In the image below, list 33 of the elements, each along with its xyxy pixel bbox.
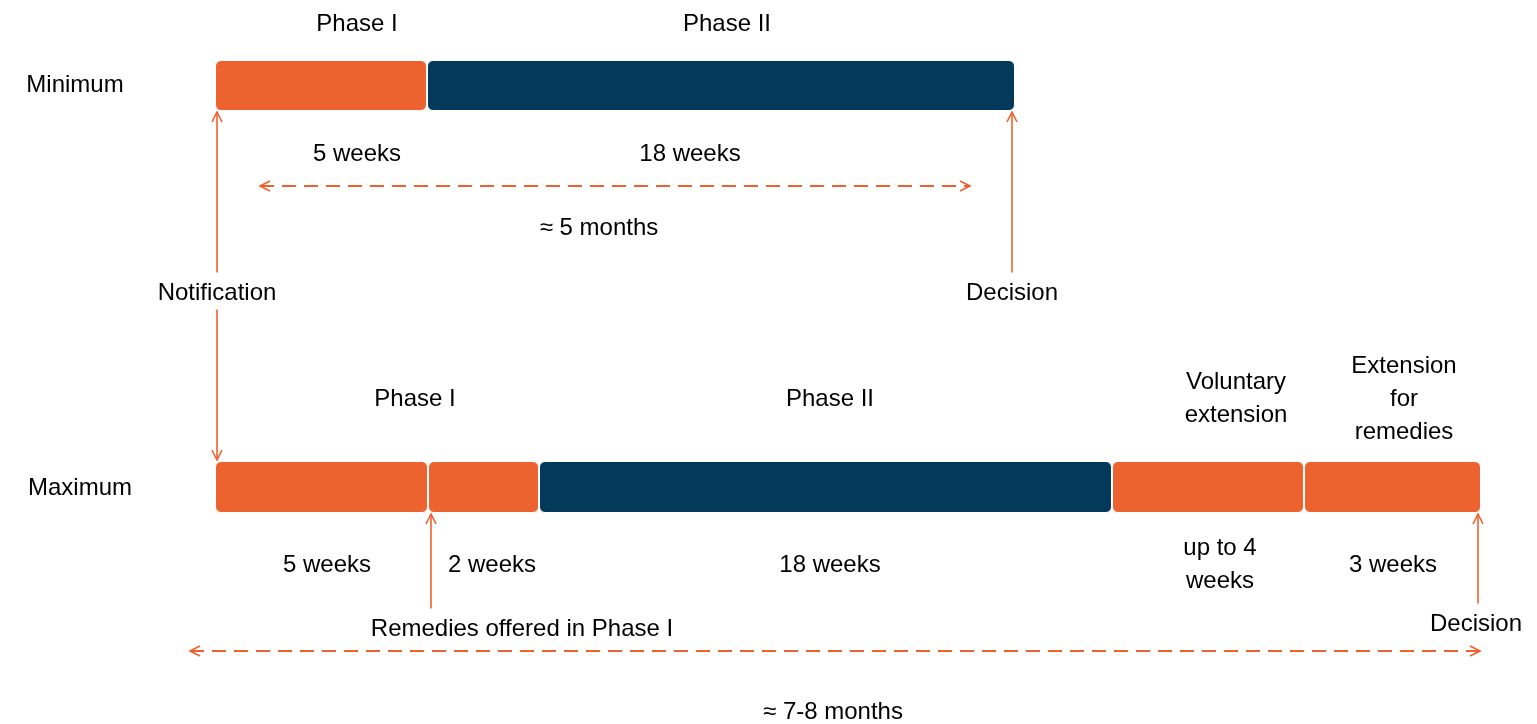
phase-label: Phase I xyxy=(315,7,399,38)
phase-label: Phase I xyxy=(374,382,456,413)
event-label: Remedies offered in Phase I xyxy=(370,610,674,644)
timeline-bar xyxy=(1304,461,1481,513)
phase-label: Phase II xyxy=(784,382,876,413)
phase-label: Phase II xyxy=(681,7,773,38)
duration-label: ≈ 7-8 months xyxy=(763,695,903,724)
phase-label: Voluntary extension xyxy=(1183,366,1289,429)
duration-label: 5 weeks xyxy=(311,137,402,168)
duration-label: ≈ 5 months xyxy=(539,211,659,242)
arrow xyxy=(211,111,223,274)
event-label: Notification xyxy=(157,274,277,308)
event-label: Decision xyxy=(966,274,1058,308)
arrow xyxy=(211,308,223,461)
timeline-bar xyxy=(1112,461,1304,513)
duration-label: 2 weeks xyxy=(446,548,537,579)
duration-label: 3 weeks xyxy=(1347,548,1438,579)
phase-label: Extension for remedies xyxy=(1350,349,1458,446)
duration-label: up to 4 weeks xyxy=(1182,532,1258,595)
arrow xyxy=(425,513,437,610)
event-label: Decision xyxy=(1430,605,1522,639)
duration-label: 18 weeks xyxy=(638,137,742,168)
timeline-bar xyxy=(428,461,539,513)
arrow xyxy=(1006,111,1018,274)
timeline-bar xyxy=(539,461,1112,513)
timeline-bar xyxy=(427,60,1015,111)
row-label: Maximum xyxy=(28,471,132,502)
timeline-bar xyxy=(215,60,427,111)
timeline-bar xyxy=(215,461,428,513)
row-label: Minimum xyxy=(26,68,124,99)
duration-label: 18 weeks xyxy=(778,548,882,579)
arrow xyxy=(1472,513,1484,605)
duration-label: 5 weeks xyxy=(281,548,372,579)
